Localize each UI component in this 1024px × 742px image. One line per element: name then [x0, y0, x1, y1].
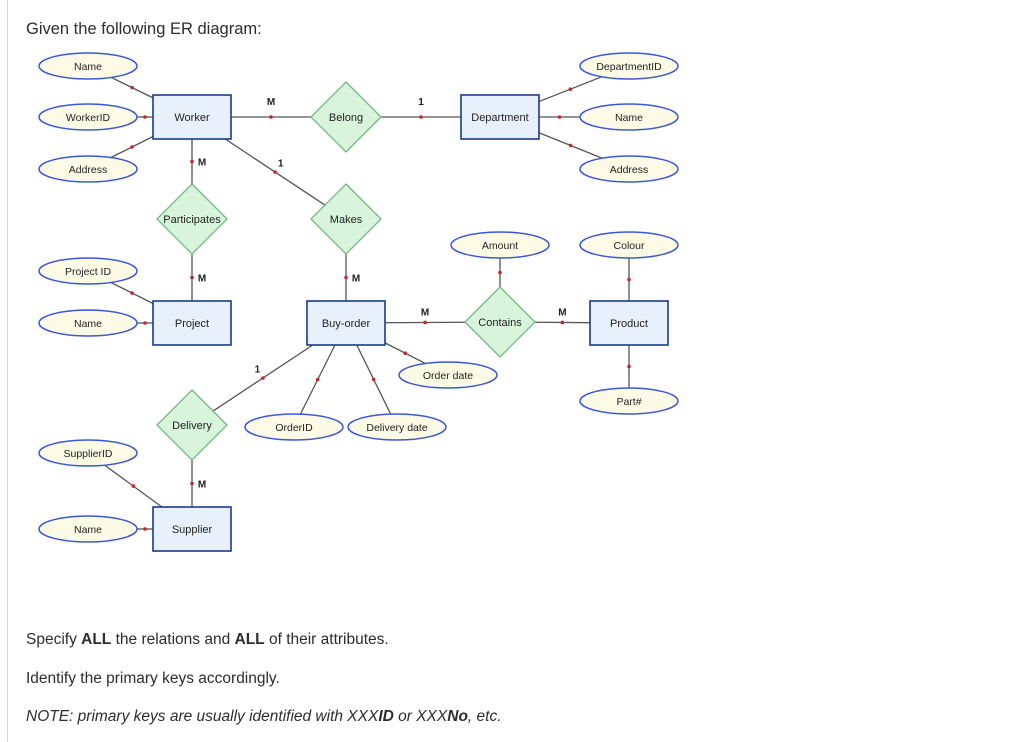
relationship-contains: Contains [464, 286, 536, 358]
attribute-colour: Colour [579, 231, 679, 259]
relationship-label: Makes [330, 214, 363, 226]
attribute-department-name: Name [579, 103, 679, 131]
relationship-label: Belong [329, 112, 363, 124]
connector-dot [261, 376, 265, 380]
connector-dot [498, 270, 502, 275]
attribute-delivery-date: Delivery date [347, 413, 447, 441]
relationship-label: Participates [163, 214, 221, 226]
entity-supplier: Supplier [152, 506, 232, 552]
cardinality-label: M [198, 480, 206, 491]
attribute-label: Address [610, 164, 649, 176]
connector-dot [190, 481, 194, 486]
question-line-1: Specify ALL the relations and ALL of the… [26, 631, 389, 648]
cardinality-label: M [198, 274, 206, 285]
cardinality-label: M [421, 307, 429, 318]
connector-dot [143, 321, 147, 325]
entity-project: Project [152, 300, 232, 346]
attribute-label: Name [74, 318, 102, 330]
relationship-makes: Makes [310, 183, 382, 255]
attribute-project-name: Name [38, 309, 138, 337]
cardinality-label: 1 [418, 97, 424, 108]
connector-dot [143, 115, 147, 119]
attribute-label: Amount [482, 240, 518, 252]
attribute-label: Order date [423, 370, 473, 382]
attribute-label: Name [74, 61, 102, 73]
entity-label: Product [610, 318, 648, 330]
entity-department: Department [460, 94, 540, 140]
attribute-label: Colour [614, 240, 645, 252]
connector-dot [568, 143, 573, 148]
entity-buy-order: Buy-order [306, 300, 386, 346]
relationship-delivery: Delivery [156, 389, 228, 461]
connector-dot [423, 320, 427, 325]
attribute-label: OrderID [275, 422, 313, 434]
attribute-order-id: OrderID [244, 413, 344, 441]
attribute-worker-id: WorkerID [38, 103, 138, 131]
cardinality-label: 1 [255, 365, 261, 376]
attribute-label: Address [69, 164, 108, 176]
connector-dot [371, 377, 376, 382]
relationship-label: Delivery [172, 420, 212, 432]
entity-label: Worker [174, 112, 210, 124]
entity-label: Supplier [172, 524, 213, 536]
connector-dot [627, 277, 631, 282]
attribute-label: Name [74, 524, 102, 536]
attribute-label: DepartmentID [596, 61, 662, 73]
relationship-belong: Belong [310, 81, 382, 153]
cardinality-label: 1 [278, 159, 284, 170]
connector-dot [627, 364, 631, 369]
entity-label: Department [471, 112, 528, 124]
connector-layer [104, 76, 631, 531]
question-note: NOTE: primary keys are usually identifie… [26, 708, 502, 725]
entity-label: Buy-order [322, 318, 371, 330]
connector-dot [560, 320, 565, 325]
connector-dot [130, 291, 134, 295]
attribute-worker-name: Name [38, 52, 138, 80]
cardinality-label: M [198, 158, 206, 169]
cardinality-label: M [267, 97, 275, 108]
entity-worker: Worker [152, 94, 232, 140]
attribute-worker-address: Address [38, 155, 138, 183]
attribute-label: Name [615, 112, 643, 124]
connector-dot [131, 484, 136, 488]
cardinality-label: M [558, 307, 566, 318]
attribute-project-id: Project ID [38, 257, 138, 285]
relationship-label: Contains [478, 317, 522, 329]
attribute-label: Part# [616, 396, 641, 408]
connector-dot [344, 275, 348, 280]
connector-dot [419, 115, 423, 119]
attribute-part-no: Part# [579, 387, 679, 415]
connector-dot [130, 85, 134, 90]
question-line-2: Identify the primary keys accordingly. [26, 670, 280, 687]
entity-product: Product [589, 300, 669, 346]
relationship-participates: Participates [156, 183, 228, 255]
attribute-label: WorkerID [66, 112, 111, 124]
attribute-department-id: DepartmentID [579, 52, 679, 80]
attribute-amount: Amount [450, 231, 550, 259]
connector-dot [190, 275, 194, 280]
heading: Given the following ER diagram: [26, 20, 262, 38]
cardinality-label: M [352, 274, 360, 285]
connector-dot [315, 377, 320, 382]
connector-dot [568, 87, 573, 91]
connector-dot [143, 527, 147, 531]
attribute-label: SupplierID [63, 448, 112, 460]
entity-label: Project [175, 318, 209, 330]
attribute-order-date: Order date [398, 361, 498, 389]
attribute-label: Project ID [65, 266, 112, 278]
attribute-supplier-name: Name [38, 515, 138, 543]
left-border [7, 0, 8, 742]
connector-dot [190, 159, 194, 164]
connector-dot [130, 145, 134, 149]
connector-dot [269, 115, 273, 119]
attribute-label: Delivery date [366, 422, 427, 434]
attribute-supplier-id: SupplierID [38, 439, 138, 467]
connector-dot [273, 170, 277, 174]
connector-dot [403, 351, 407, 355]
connector-dot [557, 115, 562, 119]
attribute-department-address: Address [579, 155, 679, 183]
